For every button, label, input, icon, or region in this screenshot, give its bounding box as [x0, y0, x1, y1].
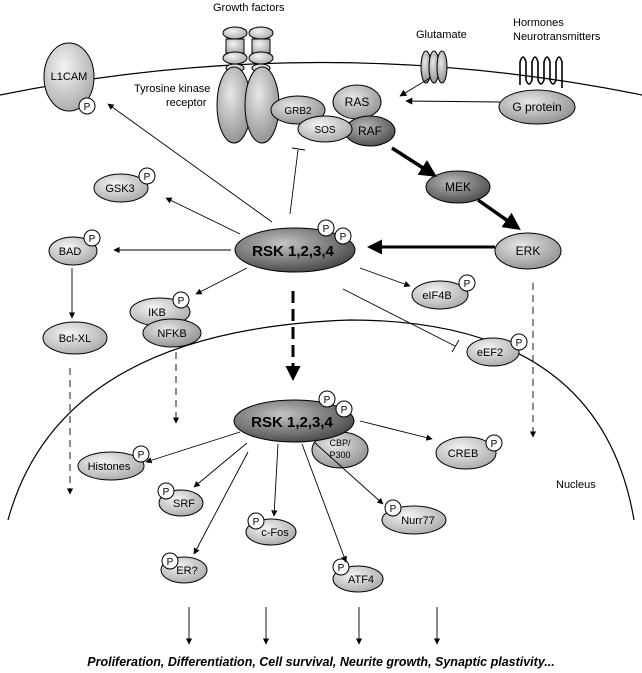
- atf4-node: ATF4 P: [332, 558, 384, 593]
- phospho-icon: P: [324, 395, 331, 406]
- ikb-nfkb-node: IKB P NFKB: [129, 291, 202, 348]
- tyrosine-kinase-label: Tyrosine kinase: [134, 83, 210, 95]
- histones-label: Histones: [88, 461, 131, 473]
- er-node: ER? P: [160, 552, 208, 584]
- glutamate-label: Glutamate: [416, 29, 467, 41]
- growth-factors-label: Growth factors: [213, 2, 285, 14]
- phospho-icon: P: [341, 405, 348, 416]
- gsk3-label: GSK3: [105, 183, 134, 195]
- gsk3-node: GSK3 P: [93, 167, 156, 203]
- cfos-label: c-Fos: [261, 527, 289, 539]
- bad-label: BAD: [59, 246, 82, 258]
- neurotransmitters-label: Neurotransmitters: [513, 31, 601, 43]
- rsk-nucleus-node: RSK 1,2,3,4 P P: [233, 390, 355, 443]
- l1cam-label: L1CAM: [51, 71, 88, 83]
- eef2-node: eEF2 P: [466, 333, 528, 367]
- tyrosine-kinase-receptor: [216, 26, 280, 144]
- ras-node: RAS: [332, 84, 382, 120]
- eif4b-label: eIF4B: [422, 290, 451, 302]
- srf-label: SRF: [173, 498, 195, 510]
- bcl-xl-label: Bcl-XL: [59, 333, 91, 345]
- creb-label: CREB: [448, 448, 479, 460]
- raf-label: RAF: [358, 124, 382, 138]
- atf4-label: ATF4: [348, 574, 374, 586]
- nucleus-label: Nucleus: [556, 479, 596, 491]
- mek-node: MEK: [425, 170, 491, 204]
- nfkb-label: NFKB: [157, 328, 186, 340]
- g-protein-label: G protein: [512, 100, 561, 114]
- creb-node: CREB P: [435, 434, 503, 470]
- ras-label: RAS: [345, 95, 370, 109]
- rsk-cytoplasm-label: RSK 1,2,3,4: [252, 243, 334, 260]
- outcomes-caption: Proliferation, Differentiation, Cell sur…: [87, 655, 554, 669]
- grb2-node: GRB2: [270, 95, 326, 125]
- phospho-icon: P: [323, 224, 330, 235]
- nurr77-label: Nurr77: [401, 515, 435, 527]
- bcl-xl-node: Bcl-XL: [42, 321, 108, 355]
- hormones-label: Hormones: [513, 17, 564, 29]
- phospho-icon: P: [516, 338, 523, 349]
- rsk-nucleus-label: RSK 1,2,3,4: [251, 414, 333, 431]
- grb2-label: GRB2: [284, 106, 312, 117]
- phospho-icon: P: [89, 234, 96, 245]
- nuclear-envelope: [7, 319, 635, 521]
- phospho-icon: P: [167, 557, 174, 568]
- phospho-icon: P: [390, 504, 397, 515]
- eef2-label: eEF2: [477, 347, 503, 359]
- histones-node: Histones P: [77, 445, 150, 481]
- sos-label: SOS: [314, 125, 335, 136]
- er-label: ER?: [176, 565, 197, 577]
- phospho-icon: P: [464, 279, 471, 290]
- sos-node: SOS: [297, 115, 353, 143]
- rsk-cytoplasm-node: RSK 1,2,3,4 P P: [234, 219, 356, 273]
- bad-node: BAD P: [48, 229, 101, 266]
- ikb-label: IKB: [148, 307, 166, 319]
- erk-label: ERK: [516, 244, 541, 258]
- mek-label: MEK: [445, 180, 471, 194]
- phospho-icon: P: [84, 102, 91, 113]
- receptor-label: receptor: [166, 97, 207, 109]
- p300-label: P300: [329, 450, 350, 460]
- phospho-icon: P: [144, 172, 151, 183]
- cbp-label: CBP/: [329, 438, 351, 448]
- cfos-node: c-Fos P: [245, 512, 297, 546]
- phospho-icon: P: [138, 450, 145, 461]
- eif4b-node: eIF4B P: [411, 274, 476, 310]
- nurr77-node: Nurr77 P: [381, 499, 447, 535]
- g-protein-node: G protein: [498, 89, 576, 125]
- gpcr-receptor: [519, 56, 563, 88]
- erk-node: ERK: [494, 232, 562, 270]
- l1cam-node: L1CAM P: [43, 42, 96, 115]
- glutamate-channel: [420, 50, 448, 84]
- pathway-arrows: [66, 77, 537, 645]
- phospho-icon: P: [338, 563, 345, 574]
- srf-node: SRF P: [157, 482, 204, 517]
- phospho-icon: P: [163, 487, 170, 498]
- raf-node: RAF: [344, 115, 396, 147]
- phospho-icon: P: [253, 517, 260, 528]
- phospho-icon: P: [491, 439, 498, 450]
- phospho-icon: P: [178, 296, 185, 307]
- phospho-icon: P: [340, 232, 347, 243]
